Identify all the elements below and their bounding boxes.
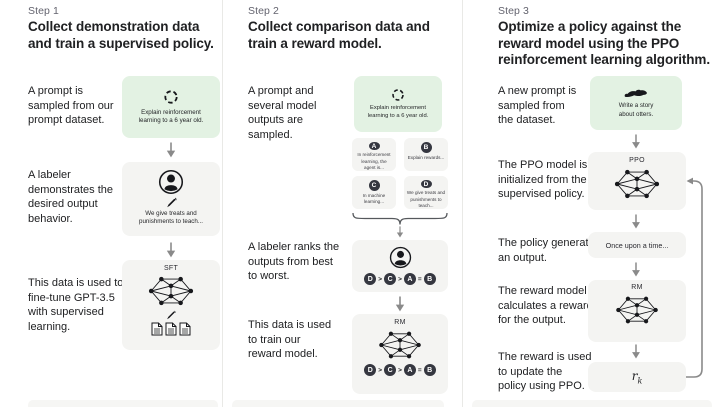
footer-band	[472, 400, 712, 407]
ranking-chips: D > C > A = B	[364, 364, 436, 376]
step2-labeler-box: D > C > A = B	[352, 240, 448, 292]
rm-model-box-step3: RM	[588, 280, 686, 342]
answer-letter-badge: C	[368, 180, 380, 191]
rank-chip: C	[384, 273, 397, 285]
answer-text: In reinforcement learning, the agent is.…	[357, 152, 391, 170]
neural-network-icon	[378, 329, 422, 361]
rank-chip: C	[384, 364, 397, 376]
output-caption: Once upon a time...	[605, 240, 669, 250]
rank-separator: >	[378, 275, 383, 283]
step3-output-note: The policy generates an output.	[498, 237, 601, 264]
answer-cards: A In reinforcement learning, the agent i…	[352, 138, 448, 209]
rm-model-box: RM D > C > A = B	[352, 314, 448, 394]
answer-text: We give treats and punishments to teach.…	[406, 190, 446, 208]
step1-prompt-note: A prompt is sampled from our prompt data…	[28, 85, 114, 127]
step2-prompt-note: A prompt and several model outputs are s…	[248, 85, 317, 141]
ppo-model-box: PPO	[588, 152, 686, 210]
rm-label: RM	[394, 319, 406, 326]
person-icon	[389, 246, 412, 269]
step3-reward-note: The reward is used to update the policy …	[498, 351, 592, 393]
column-divider	[462, 0, 463, 407]
flow-arrow-icon	[394, 296, 406, 312]
neural-network-icon	[148, 274, 194, 308]
rank-separator: =	[417, 275, 422, 283]
step1-labeler-note: A labeler demonstrates the desired outpu…	[28, 169, 113, 225]
step3-prompt-caption: Write a story about otters.	[618, 102, 654, 118]
step3-rm-note: The reward model calculates a reward for…	[498, 285, 593, 327]
step-3-title: Optimize a policy against the reward mod…	[498, 19, 710, 68]
step-3-label: Step 3	[498, 5, 529, 17]
rank-separator: >	[398, 275, 402, 283]
step-2-label: Step 2	[248, 5, 279, 17]
answer-letter-badge: A	[368, 142, 380, 151]
step2-prompt-caption: Explain reinforcement learning to a 6 ye…	[367, 104, 429, 119]
rank-separator: >	[378, 366, 383, 374]
refresh-icon	[163, 89, 179, 105]
loop-arrow-icon	[686, 177, 703, 378]
rank-chip: D	[364, 273, 377, 285]
step3-ppo-note: The PPO model is initialized from the su…	[498, 159, 588, 201]
answer-card-a: A In reinforcement learning, the agent i…	[352, 138, 396, 171]
step3-prompt-box: Write a story about otters.	[590, 76, 682, 130]
step1-prompt-caption: Explain reinforcement learning to a 6 ye…	[138, 108, 204, 124]
answer-card-d: D We give treats and punishments to teac…	[404, 176, 448, 209]
answer-card-b: B Explain rewards...	[404, 138, 448, 171]
step1-labeler-box: We give treats and punishments to teach.…	[122, 162, 220, 236]
step2-prompt-box: Explain reinforcement learning to a 6 ye…	[354, 76, 442, 132]
reward-symbol: rk	[631, 368, 643, 386]
flow-arrow-icon	[394, 226, 406, 238]
answer-card-c: C In machine learning...	[352, 176, 396, 209]
rank-separator: =	[417, 366, 422, 374]
refresh-icon	[391, 88, 405, 102]
step1-prompt-box: Explain reinforcement learning to a 6 ye…	[122, 76, 220, 138]
documents-icon	[151, 322, 191, 336]
step1-labeler-caption: We give treats and punishments to teach.…	[139, 210, 203, 226]
answer-text: Explain rewards...	[407, 155, 445, 160]
rm-label: RM	[631, 284, 643, 291]
rank-chip: B	[423, 273, 436, 285]
answer-letter-badge: B	[420, 142, 432, 153]
output-box: Once upon a time...	[588, 232, 686, 258]
step-2-title: Collect comparison data and train a rewa…	[248, 19, 430, 51]
reward-box: rk	[588, 362, 686, 392]
rank-chip: A	[403, 364, 416, 376]
flow-arrow-icon	[165, 242, 177, 258]
step2-train-note: This data is used to train our reward mo…	[248, 319, 332, 361]
rank-separator: >	[398, 366, 402, 374]
sft-model-box: SFT	[122, 260, 220, 350]
rank-chip: A	[403, 273, 416, 285]
pencil-icon	[166, 197, 177, 208]
ppo-label: PPO	[629, 157, 645, 164]
brace-icon	[352, 212, 448, 225]
rank-chip: B	[423, 364, 436, 376]
footer-band	[28, 400, 218, 407]
footer-band	[232, 400, 444, 407]
pencil-icon	[166, 310, 176, 320]
answer-letter-badge: D	[420, 180, 432, 189]
flow-arrow-icon	[165, 142, 177, 158]
ranking-chips: D > C > A = B	[364, 273, 436, 285]
step3-prompt-note: A new prompt is sampled from the dataset…	[498, 85, 577, 127]
step-1-label: Step 1	[28, 5, 59, 17]
step1-train-note: This data is used to fine-tune GPT-3.5 w…	[28, 277, 124, 333]
step2-rank-note: A labeler ranks the outputs from best to…	[248, 241, 340, 283]
sft-label: SFT	[163, 265, 179, 272]
answer-text: In machine learning...	[362, 193, 386, 205]
rank-chip: D	[364, 364, 377, 376]
step-1-title: Collect demonstration data and train a s…	[28, 19, 214, 51]
column-divider	[222, 0, 223, 407]
person-icon	[158, 169, 184, 195]
